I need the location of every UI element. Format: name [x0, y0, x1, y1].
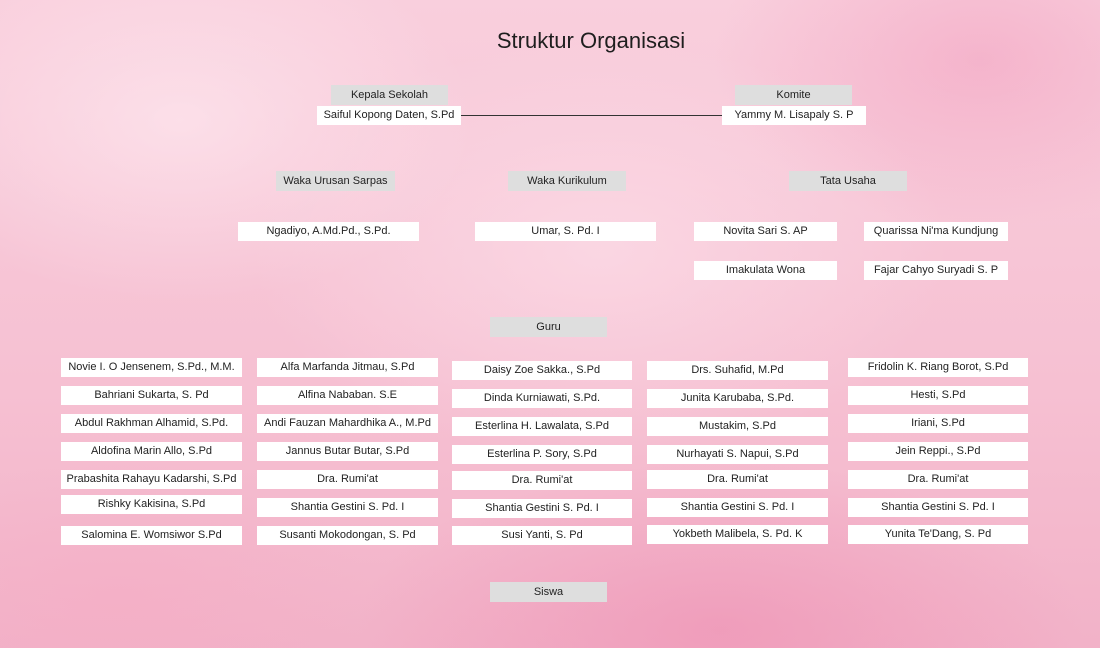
guru-name: Shantia Gestini S. Pd. I — [848, 498, 1028, 517]
guru-header: Guru — [490, 317, 607, 337]
guru-name: Yunita Te'Dang, S. Pd — [848, 525, 1028, 544]
guru-name: Alfina Nababan. S.E — [257, 386, 438, 405]
guru-column-3: Daisy Zoe Sakka., S.Pd Dinda Kurniawati,… — [452, 361, 632, 551]
guru-name: Yokbeth Malibela, S. Pd. K — [647, 525, 828, 544]
guru-name: Dra. Rumi'at — [848, 470, 1028, 489]
guru-name: Dra. Rumi'at — [257, 470, 438, 489]
tata-usaha-header: Tata Usaha — [789, 171, 907, 191]
tata-usaha-member: Quarissa Ni'ma Kundjung — [864, 222, 1008, 241]
guru-name: Alfa Marfanda Jitmau, S.Pd — [257, 358, 438, 377]
guru-name: Shantia Gestini S. Pd. I — [452, 499, 632, 518]
guru-name: Shantia Gestini S. Pd. I — [257, 498, 438, 517]
guru-name: Daisy Zoe Sakka., S.Pd — [452, 361, 632, 380]
guru-name: Susanti Mokodongan, S. Pd — [257, 526, 438, 545]
guru-name: Andi Fauzan Mahardhika A., M.Pd — [257, 414, 438, 433]
guru-name: Rishky Kakisina, S.Pd — [61, 495, 242, 514]
kepala-komite-connector — [461, 115, 722, 116]
guru-name: Shantia Gestini S. Pd. I — [647, 498, 828, 517]
kepala-sekolah-name: Saiful Kopong Daten, S.Pd — [317, 106, 461, 125]
guru-name: Salomina E. Womsiwor S.Pd — [61, 526, 242, 545]
siswa-header: Siswa — [490, 582, 607, 602]
guru-name: Esterlina P. Sory, S.Pd — [452, 445, 632, 464]
waka-sarpras-header: Waka Urusan Sarpas — [276, 171, 395, 191]
guru-name: Susi Yanti, S. Pd — [452, 526, 632, 545]
guru-column-2: Alfa Marfanda Jitmau, S.Pd Alfina Nababa… — [257, 358, 438, 548]
guru-name: Mustakim, S.Pd — [647, 417, 828, 436]
guru-name: Dinda Kurniawati, S.Pd. — [452, 389, 632, 408]
guru-column-5: Fridolin K. Riang Borot, S.Pd Hesti, S.P… — [848, 358, 1028, 548]
guru-name: Novie I. O Jensenem, S.Pd., M.M. — [61, 358, 242, 377]
guru-name: Dra. Rumi'at — [452, 471, 632, 490]
guru-name: Prabashita Rahayu Kadarshi, S.Pd — [61, 470, 242, 489]
guru-name: Junita Karubaba, S.Pd. — [647, 389, 828, 408]
guru-name: Bahriani Sukarta, S. Pd — [61, 386, 242, 405]
komite-name: Yammy M. Lisapaly S. P — [722, 106, 866, 125]
guru-name: Nurhayati S. Napui, S.Pd — [647, 445, 828, 464]
guru-name: Abdul Rakhman Alhamid, S.Pd. — [61, 414, 242, 433]
komite-header: Komite — [735, 85, 852, 105]
guru-column-4: Drs. Suhafid, M.Pd Junita Karubaba, S.Pd… — [647, 361, 828, 551]
guru-name: Esterlina H. Lawalata, S.Pd — [452, 417, 632, 436]
tata-usaha-member: Fajar Cahyo Suryadi S. P — [864, 261, 1008, 280]
guru-name: Dra. Rumi'at — [647, 470, 828, 489]
tata-usaha-member: Imakulata Wona — [694, 261, 837, 280]
tata-usaha-member: Novita Sari S. AP — [694, 222, 837, 241]
guru-column-1: Novie I. O Jensenem, S.Pd., M.M. Bahrian… — [61, 358, 242, 548]
kepala-sekolah-header: Kepala Sekolah — [331, 85, 448, 105]
waka-kurikulum-header: Waka Kurikulum — [508, 171, 626, 191]
guru-name: Fridolin K. Riang Borot, S.Pd — [848, 358, 1028, 377]
guru-name: Iriani, S.Pd — [848, 414, 1028, 433]
waka-sarpras-name: Ngadiyo, A.Md.Pd., S.Pd. — [238, 222, 419, 241]
page-title: Struktur Organisasi — [496, 28, 686, 53]
waka-kurikulum-name: Umar, S. Pd. I — [475, 222, 656, 241]
guru-name: Aldofina Marin Allo, S.Pd — [61, 442, 242, 461]
guru-name: Jannus Butar Butar, S.Pd — [257, 442, 438, 461]
guru-name: Drs. Suhafid, M.Pd — [647, 361, 828, 380]
guru-name: Jein Reppi., S.Pd — [848, 442, 1028, 461]
guru-name: Hesti, S.Pd — [848, 386, 1028, 405]
